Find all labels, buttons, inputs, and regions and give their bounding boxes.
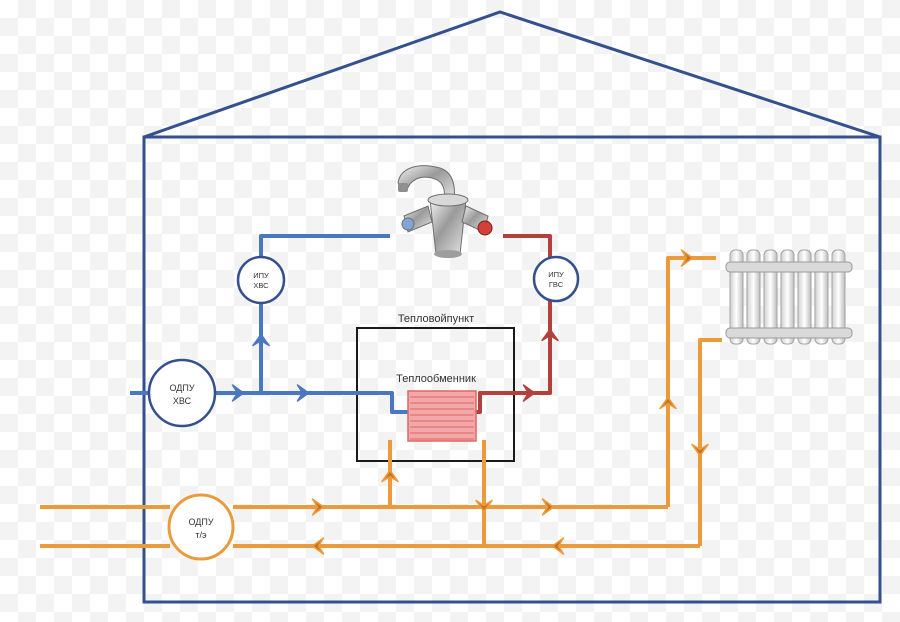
house-outline bbox=[142, 10, 882, 604]
flow-arrow-icon bbox=[311, 498, 325, 516]
heating-pipes bbox=[40, 256, 722, 548]
radiator-section bbox=[729, 249, 744, 345]
meter-ipu-cold: ИПУ ХВС bbox=[236, 255, 286, 305]
flow-arrow-icon bbox=[680, 249, 694, 267]
heat-point-label: Тепловойпункт bbox=[398, 313, 474, 325]
svg-text:ОДПУ: ОДПУ bbox=[169, 383, 194, 393]
svg-text:т/э: т/э bbox=[195, 530, 207, 540]
meter-ipu-hot: ИПУ ГВС bbox=[532, 255, 580, 303]
flow-arrow-icon bbox=[231, 384, 245, 402]
flow-arrow-icon bbox=[541, 498, 555, 516]
flow-arrow-icon bbox=[475, 499, 493, 513]
heat-exchanger-label: Теплообменник bbox=[396, 373, 476, 385]
svg-text:ГВС: ГВС bbox=[549, 280, 564, 289]
hot-water-pipes bbox=[475, 234, 552, 414]
radiator-section bbox=[831, 249, 846, 345]
flow-arrow-icon bbox=[691, 443, 709, 457]
flow-arrow-icon bbox=[541, 328, 559, 342]
svg-text:ХВС: ХВС bbox=[253, 281, 269, 290]
radiator-section bbox=[797, 249, 812, 345]
flow-arrow-icon bbox=[659, 396, 677, 410]
flow-arrow-icon bbox=[522, 384, 536, 402]
radiator-section bbox=[746, 249, 761, 345]
flow-arrow-icon bbox=[252, 333, 270, 347]
meter-odpu-heat: ОДПУ т/э bbox=[167, 493, 235, 561]
flow-arrow-icon bbox=[311, 537, 325, 555]
radiator-section bbox=[763, 249, 778, 345]
flow-arrow-icon bbox=[296, 384, 310, 402]
svg-text:ИПУ: ИПУ bbox=[253, 271, 269, 280]
svg-text:ХВС: ХВС bbox=[173, 396, 192, 406]
faucet-icon bbox=[397, 165, 493, 258]
meter-odpu-cold: ОДПУ ХВС bbox=[147, 358, 217, 428]
flow-arrow-icon bbox=[381, 469, 399, 483]
radiator-section bbox=[814, 249, 829, 345]
svg-text:ОДПУ: ОДПУ bbox=[188, 517, 213, 527]
radiator-icon bbox=[725, 249, 853, 345]
flow-arrow-icon bbox=[551, 537, 565, 555]
svg-text:ИПУ: ИПУ bbox=[548, 270, 564, 279]
heat-exchanger bbox=[407, 390, 477, 442]
radiator-section bbox=[780, 249, 795, 345]
